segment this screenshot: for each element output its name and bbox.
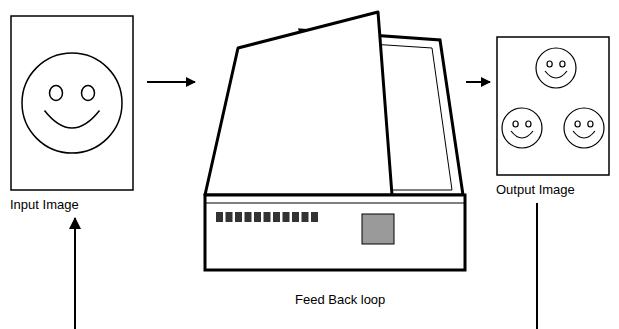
- scanner-button: [362, 214, 394, 244]
- image-box: Output Image: [496, 36, 610, 197]
- image-caption: Input Image: [10, 197, 134, 212]
- image-frame: [496, 36, 610, 176]
- scanner-base-edge: [205, 203, 465, 204]
- image-box: Input Image: [10, 15, 134, 212]
- feedback-connector: [75, 203, 537, 329]
- scanner-lid: [205, 12, 392, 195]
- scanner-display: [216, 212, 318, 222]
- image-caption: Output Image: [496, 182, 610, 197]
- loop-label: Feed Back loop: [293, 292, 387, 307]
- image-frame: [10, 15, 134, 191]
- output-arrow: [466, 81, 490, 83]
- scanner-base: [205, 195, 465, 270]
- input-arrow: [147, 81, 195, 83]
